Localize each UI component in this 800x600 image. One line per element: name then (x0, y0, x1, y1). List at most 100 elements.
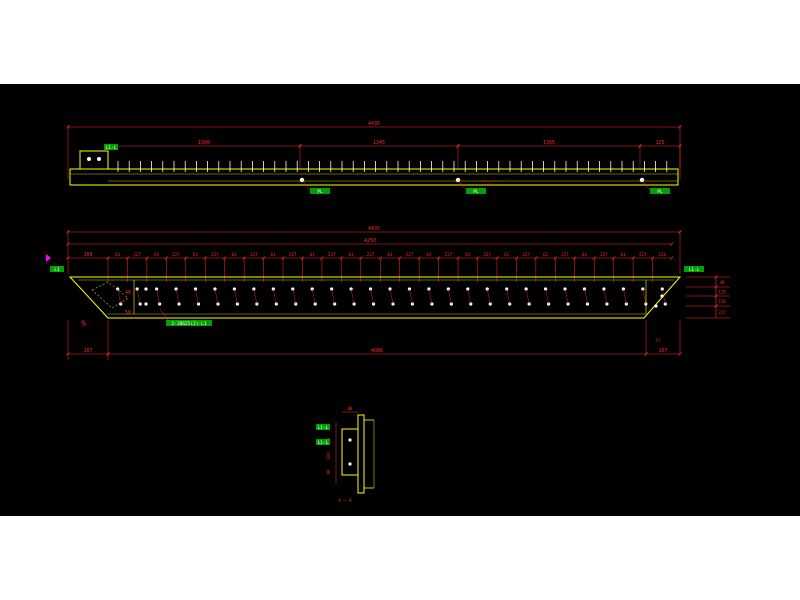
part-tag-box (316, 439, 330, 445)
bolt-leader (214, 288, 219, 305)
bolt-leader (603, 288, 608, 305)
dimension-label: 61 (310, 252, 316, 257)
bolt-hole (388, 287, 392, 291)
part-tag-label: PL (657, 189, 663, 195)
dimension-tick (66, 242, 70, 246)
dimension-label: 61 (504, 252, 510, 257)
dimension-tick (66, 256, 70, 260)
dimension-tick (670, 242, 674, 246)
bolt-hole (368, 287, 373, 291)
dimension-tick (714, 304, 718, 308)
dimension-label: 100 (326, 452, 331, 460)
bolt-hole (155, 287, 159, 291)
dimension-label: 17 (656, 338, 661, 343)
end-plate (79, 150, 109, 170)
dimension-label: 126 (658, 252, 666, 257)
leader-line (457, 179, 467, 191)
dimension-label: 61 (465, 252, 471, 257)
bolt-leader (195, 288, 199, 305)
bolt-leader (506, 288, 510, 305)
bolt-hole (621, 287, 625, 291)
bolt-hole (232, 287, 237, 291)
bolt-hole (466, 287, 470, 291)
dimension-label: 61 (621, 252, 627, 257)
part-tag-label: L1-L (318, 425, 329, 431)
bolt-hole (252, 287, 256, 291)
dimension-label: 227 (600, 252, 608, 257)
bolt-hole (524, 287, 528, 291)
section-view: 806010080L1-LL1-LA — A (316, 406, 375, 504)
dimension-label: 80 (326, 469, 331, 474)
dimension-label: 167 (658, 348, 667, 354)
bolt-leader (292, 288, 296, 305)
bolt-hole (566, 302, 570, 306)
bolt-hole (97, 157, 101, 161)
bolt-leader (312, 288, 316, 305)
bolt-hole (505, 287, 509, 291)
dimension-label: 61 (271, 252, 277, 257)
dimension-tick (670, 256, 674, 260)
part-tag-label: L1-L (318, 440, 329, 446)
dimension-label: 1560 (198, 140, 210, 146)
bolt-leader (370, 288, 374, 305)
bolt-hole (348, 438, 352, 442)
part-tag-label: PL (317, 189, 323, 195)
bolt-leader (389, 288, 394, 305)
dimension-label: 4250 (364, 238, 376, 244)
dimension-label: 227 (639, 252, 647, 257)
dimension-label: 227 (718, 310, 726, 315)
dimension-label: 1345 (373, 140, 385, 146)
bolt-leader (564, 288, 569, 305)
bolt-hole (427, 287, 431, 291)
bolt-leader (428, 288, 433, 305)
bolt-leader (584, 288, 588, 305)
bolt-hole (291, 287, 295, 291)
bolt-hole (116, 287, 120, 291)
bolt-hole (193, 287, 198, 291)
dimension-label: 40 (125, 290, 131, 296)
dimension-label: 160 (83, 252, 92, 258)
part-tag-box (50, 266, 64, 272)
bolt-hole (563, 287, 567, 291)
leader-line (641, 179, 651, 191)
dimension-tick (66, 352, 70, 356)
bolt-leader (117, 288, 121, 305)
dimension-label: 227 (561, 252, 569, 257)
dimension-label: 61 (193, 252, 199, 257)
haunch-outline (91, 281, 129, 309)
bolt-leader (448, 288, 452, 305)
bolt-hole (543, 287, 548, 291)
dimension-label: 227 (250, 252, 258, 257)
bolt-leader (136, 288, 141, 305)
bolt-leader (409, 288, 413, 305)
dimension-label: 40 (720, 280, 725, 285)
dimension-label: 80 (348, 406, 353, 411)
bolt-hole (135, 287, 139, 291)
dimension-tick (678, 352, 682, 356)
dimension-label: 4086 (371, 348, 383, 354)
section-title: A — A (338, 498, 352, 504)
part-tag-box (466, 188, 486, 194)
part-tag-label: 2-1B625(2)-L1 (171, 321, 207, 327)
dimension-label: 61 (582, 252, 588, 257)
dimension-label: 227 (133, 252, 141, 257)
dimension-label: 120 (718, 290, 726, 295)
dimension-label: 227 (522, 252, 530, 257)
dimension-label: 125 (655, 140, 664, 146)
bolt-hole (644, 302, 648, 306)
bolt-leader (623, 288, 627, 305)
bolt-leader (487, 288, 491, 305)
part-tag-box (684, 266, 704, 272)
bolt-hole (624, 302, 628, 306)
part-tag-box (104, 144, 118, 150)
dimension-label: 61 (387, 252, 393, 257)
bolt-hole (660, 294, 664, 298)
bolt-hole (271, 287, 275, 291)
dimension-label: 227 (289, 252, 297, 257)
bolt-leader (545, 288, 549, 305)
part-tag-label: L1-L (689, 267, 700, 273)
dimension-label: 227 (483, 252, 491, 257)
